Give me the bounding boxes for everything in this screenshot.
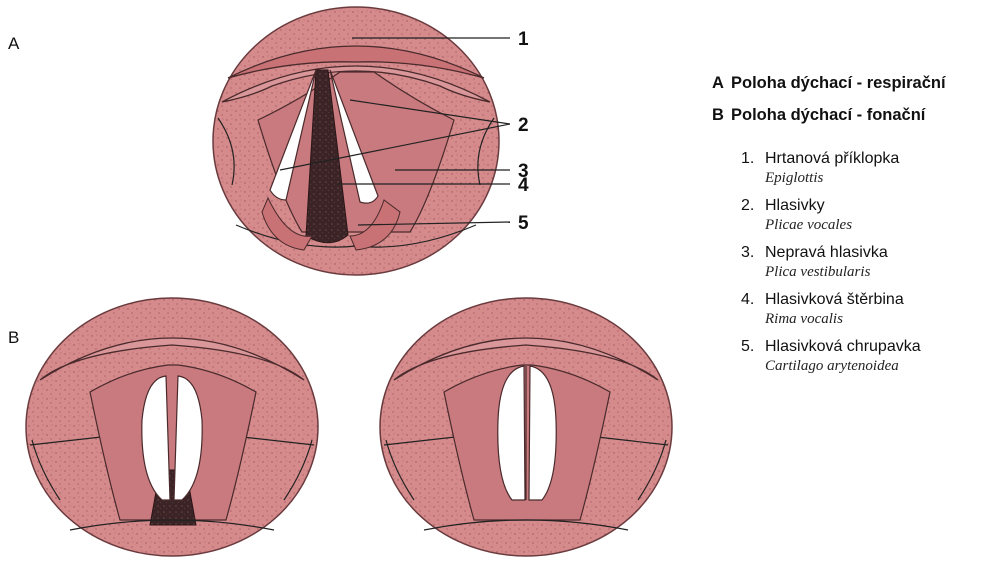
legend-item-latin: Cartilago arytenoidea (741, 357, 1002, 375)
legend-item: 2.Hlasivky Plicae vocales (741, 196, 1002, 234)
legend-item-number: 5. (741, 337, 765, 357)
larynx-view-b2 (380, 298, 672, 556)
legend-heading-b-letter: B (712, 105, 731, 125)
callout-2: 2 (518, 115, 529, 136)
legend-item-latin: Plica vestibularis (741, 263, 1002, 281)
legend-item-number: 2. (741, 196, 765, 216)
panel-label-b: B (8, 328, 19, 347)
legend-items: 1.Hrtanová příklopka Epiglottis 2.Hlasiv… (712, 149, 1002, 375)
legend-item-latin: Epiglottis (741, 169, 1002, 187)
larynx-view-a (213, 7, 499, 275)
legend-item-number: 3. (741, 243, 765, 263)
legend-item-latin: Rima vocalis (741, 310, 1002, 328)
legend-item-latin: Plicae vocales (741, 216, 1002, 234)
legend-item-czech: Hlasivková chrupavka (765, 338, 921, 355)
legend-item: 3.Nepravá hlasivka Plica vestibularis (741, 243, 1002, 281)
legend-heading-a-text: Poloha dýchací - respirační (731, 74, 946, 92)
legend-item-czech: Nepravá hlasivka (765, 244, 888, 261)
callout-5: 5 (518, 213, 529, 234)
callout-4: 4 (518, 175, 529, 196)
larynx-view-b1 (26, 298, 318, 556)
legend-item: 4.Hlasivková štěrbina Rima vocalis (741, 290, 1002, 328)
legend-item: 1.Hrtanová příklopka Epiglottis (741, 149, 1002, 187)
legend-heading-b-text: Poloha dýchací - fonační (731, 106, 925, 124)
panel-label-a: A (8, 34, 20, 53)
callout-1: 1 (518, 29, 529, 50)
legend-item-number: 4. (741, 290, 765, 310)
legend-item-czech: Hrtanová příklopka (765, 150, 899, 167)
legend-heading-a-letter: A (712, 73, 731, 93)
legend-item-czech: Hlasivková štěrbina (765, 291, 904, 308)
legend-item-number: 1. (741, 149, 765, 169)
legend-item-czech: Hlasivky (765, 197, 825, 214)
legend-item: 5.Hlasivková chrupavka Cartilago aryteno… (741, 337, 1002, 375)
